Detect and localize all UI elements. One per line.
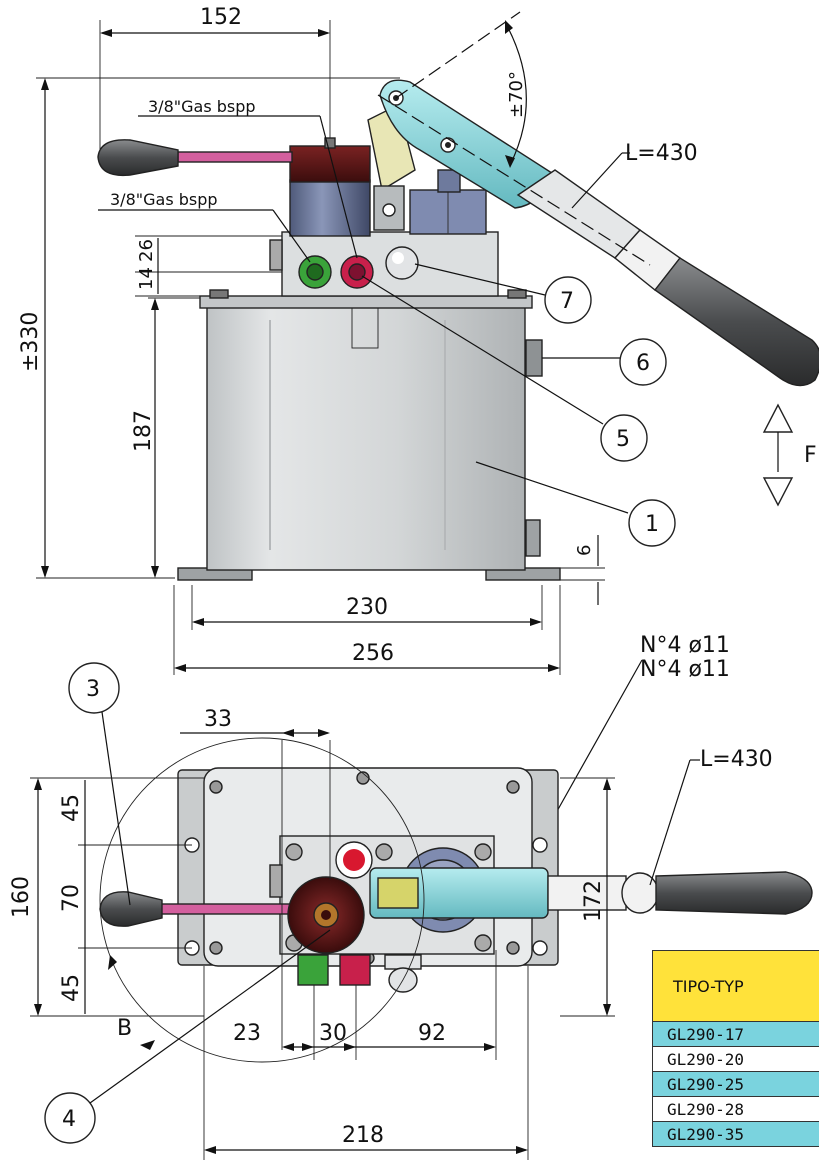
main-lever: [377, 79, 819, 387]
dim-330-label: ±330: [18, 312, 43, 372]
dim-152: 152: [99, 5, 331, 160]
port-note-lower: 3/8"Gas bspp: [98, 190, 311, 263]
lever-length-bottom-label: L=430: [700, 747, 773, 772]
dim-vertical-bottom: 45 70 45 160: [9, 777, 204, 1017]
dim-horizontal-bottom: 23 30 92: [203, 950, 529, 1160]
holes-note: N°4 ø11 N°4 ø11: [537, 633, 730, 846]
dim-45-bottom-label: 45: [59, 974, 84, 1002]
force-label: F: [804, 443, 817, 468]
callout-5: 5: [361, 275, 648, 462]
model-table: TIPO-TYP GL290-17 GL290-20 GL290-25 GL29…: [652, 950, 819, 1147]
svg-text:3: 3: [86, 677, 100, 702]
section-b-label: B: [117, 1016, 132, 1041]
dim-70-label: 70: [59, 884, 84, 912]
dim-45-top-label: 45: [59, 794, 84, 822]
svg-text:7: 7: [560, 289, 574, 314]
lever-plan: [369, 867, 813, 919]
dim-256-label: 256: [352, 641, 394, 666]
dim-6-label: 6: [574, 545, 595, 556]
ports-plan: [297, 954, 422, 993]
dim-angle: ±70°: [395, 11, 527, 168]
dim-187: 187: [131, 297, 205, 578]
dim-23-label: 23: [233, 1021, 261, 1046]
svg-text:4: 4: [62, 1107, 76, 1132]
port-green: [298, 255, 332, 289]
svg-text:1: 1: [645, 512, 659, 537]
table-row: GL290-35: [652, 1121, 819, 1147]
dim-14-label: 14: [136, 267, 157, 290]
dim-172-label: 172: [581, 880, 606, 922]
table-row: GL290-17: [652, 1021, 819, 1047]
holes-note-line2: N°4 ø11: [640, 657, 730, 682]
dim-230: 230: [191, 585, 543, 630]
lever-length-top-label: L=430: [625, 141, 698, 166]
dim-160-label: 160: [9, 876, 34, 918]
svg-text:5: 5: [616, 427, 630, 452]
callout-7: 6: [542, 338, 667, 386]
dim-152-label: 152: [200, 5, 242, 30]
table-row: GL290-28: [652, 1096, 819, 1122]
dim-26-label: 26: [136, 239, 157, 262]
dim-218-label: 218: [342, 1123, 384, 1148]
table-row: GL290-20: [652, 1046, 819, 1072]
dim-330: ±330: [18, 77, 400, 579]
lever-length-top: L=430: [571, 141, 698, 209]
force-arrow: F: [762, 403, 817, 507]
section-b: B: [99, 737, 425, 1063]
release-lever-plan: [99, 876, 365, 954]
callout-1: 1: [628, 499, 676, 547]
port-note-lower-label: 3/8"Gas bspp: [110, 190, 218, 209]
dim-256: 256: [173, 585, 561, 675]
table-header: TIPO-TYP: [652, 950, 819, 1022]
dim-33-label: 33: [204, 707, 232, 732]
dim-33: 33: [180, 707, 331, 1050]
table-row: GL290-25: [652, 1071, 819, 1097]
dim-angle-label: ±70°: [506, 71, 527, 118]
dim-218: 218: [204, 1123, 528, 1154]
lever-length-bottom: L=430: [649, 747, 773, 886]
dim-26-14: 26 14: [135, 235, 300, 297]
port-red: [340, 255, 374, 289]
pressure-valve: [385, 246, 419, 280]
dim-230-label: 230: [346, 595, 388, 620]
callout-6: 7: [414, 263, 592, 324]
dim-172: 172: [560, 777, 615, 1017]
dim-92-label: 92: [418, 1021, 446, 1046]
dim-30-label: 30: [319, 1021, 347, 1046]
release-lever: [97, 139, 293, 177]
holes-note-line1: N°4 ø11: [640, 633, 730, 658]
dim-187-label: 187: [131, 410, 156, 452]
callout-4: 4: [44, 929, 331, 1144]
port-note-upper: 3/8"Gas bspp: [138, 97, 358, 259]
callout-3: 3: [68, 662, 131, 906]
port-note-upper-label: 3/8"Gas bspp: [148, 97, 256, 116]
reservoir-tank: [177, 289, 629, 581]
dim-6: 6: [545, 535, 605, 605]
svg-text:6: 6: [636, 351, 650, 376]
